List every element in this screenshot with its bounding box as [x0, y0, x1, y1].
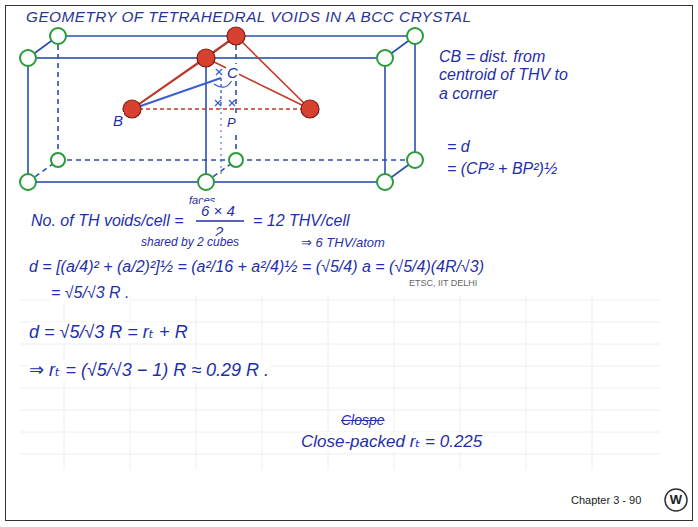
- note-text: Chapter 3 - 90: [570, 494, 642, 507]
- logo-ring: [665, 489, 687, 511]
- tetrahedron-atoms: [123, 27, 319, 118]
- slide-frame: [6, 6, 693, 521]
- note-text: = (CP² + BP²)½: [446, 160, 558, 178]
- graph-grid: [20, 295, 660, 470]
- note-text: = d: [446, 138, 471, 156]
- note-text: d = [(a/4)² + (a/2)²]½ = (a²/16 + a²/4)½…: [28, 258, 485, 276]
- slide-title: GEOMETRY OF TETRAHEDRAL VOIDS IN A BCC C…: [26, 8, 471, 26]
- note-text: ETSC, IIT DELHI: [408, 278, 478, 288]
- note-text: shared by 2 cubes: [140, 236, 240, 250]
- note-text: 6 × 4: [200, 202, 236, 219]
- fraction-bar: [196, 220, 244, 221]
- tetrahedron-edges: [132, 36, 310, 109]
- note-text: Clospe: [340, 412, 386, 428]
- note-text: ⇒ rₜ = (√5/√3 − 1) R ≈ 0.29 R .: [28, 360, 270, 381]
- note-text: C: [226, 64, 239, 81]
- note-text: CB = dist. from centroid of THV to a cor…: [438, 48, 572, 103]
- note-text: B: [112, 112, 124, 129]
- note-text: ⇒ 6 THV/atom: [300, 236, 386, 251]
- note-text: P: [226, 116, 237, 131]
- note-text: = 12 THV/cell: [252, 212, 350, 230]
- note-text: W: [669, 493, 683, 508]
- note-text: = √5/√3 R .: [50, 284, 130, 302]
- note-text: Close-packed rₜ = 0.225: [300, 432, 483, 452]
- construction-lines: [132, 69, 235, 176]
- cube-edges: [28, 36, 415, 182]
- note-text: d = √5/√3 R = rₜ + R: [28, 322, 189, 343]
- corner-atoms: [20, 28, 423, 190]
- note-text: No. of TH voids/cell =: [30, 212, 185, 230]
